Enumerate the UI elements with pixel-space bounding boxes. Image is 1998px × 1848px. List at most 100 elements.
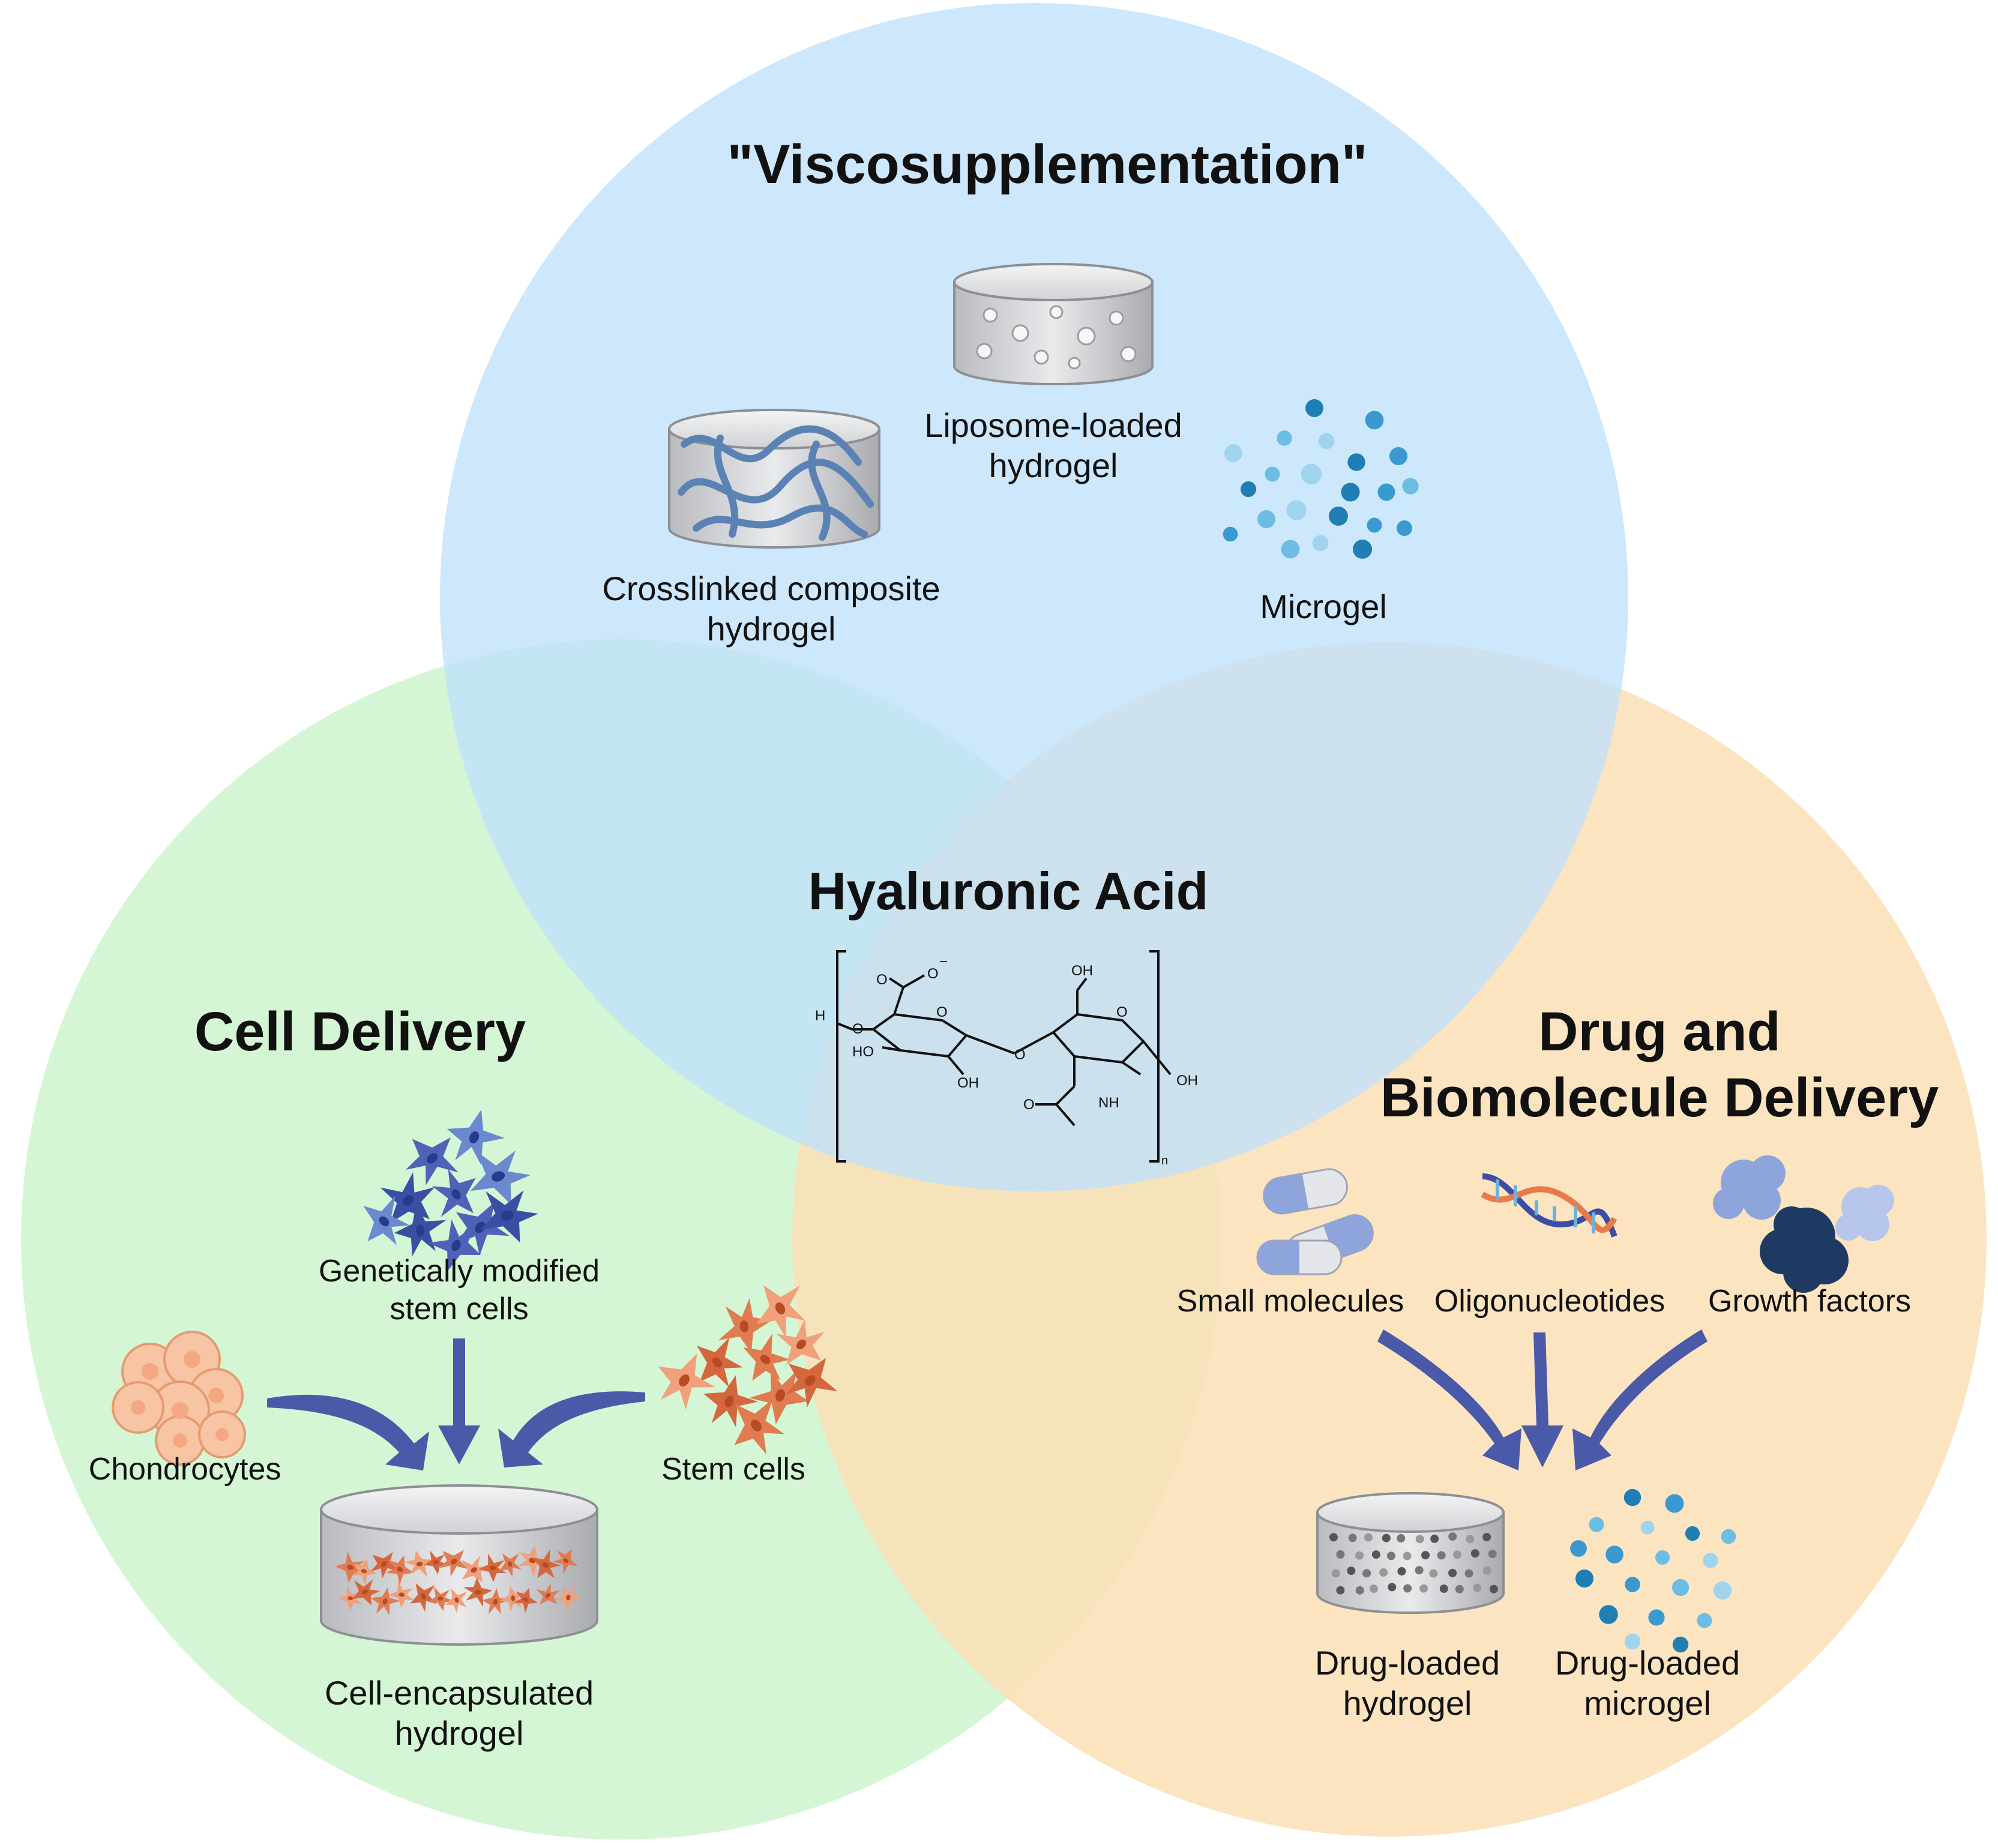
drug-microgel-particle (1697, 1613, 1712, 1628)
stem-cells-label: Stem cells (661, 1452, 805, 1487)
orange-stem-cell (658, 1353, 715, 1410)
encapsulated-cell (478, 1553, 507, 1582)
drug-microgel-particle (1672, 1579, 1690, 1597)
drug-microgel-particle (1672, 1636, 1689, 1653)
encapsulated-cell (335, 1551, 364, 1583)
microgel-particle (1341, 483, 1360, 502)
microgel-particle (1397, 520, 1412, 536)
drug-particle (1403, 1584, 1412, 1593)
orange-stem-cell (756, 1285, 806, 1338)
blue-stem-cell (432, 1169, 476, 1217)
drug-particle (1336, 1586, 1345, 1595)
drug-particle (1382, 1533, 1391, 1543)
chem-o-2: O (876, 972, 888, 988)
microgel-particle (1305, 399, 1323, 417)
dna-icon (1481, 1173, 1617, 1238)
microgel-particle (1265, 466, 1280, 482)
liposome-hydrogel-label-line1: Liposome-loaded (924, 406, 1182, 444)
orange-stem-cell (734, 1398, 784, 1455)
chem-ho: HO (852, 1044, 874, 1060)
drug-particle (1329, 1533, 1338, 1542)
chem-oh-3: OH (1176, 1073, 1198, 1089)
microgel-particle (1377, 483, 1395, 501)
drug-particle (1430, 1534, 1439, 1543)
orange-stem-cell (697, 1337, 743, 1387)
drug-particle (1369, 1584, 1378, 1593)
drug-particle (1355, 1586, 1364, 1595)
drug-microgel-particle (1589, 1517, 1604, 1532)
drug-microgel-particle (1703, 1553, 1718, 1568)
drug-microgel-particle (1623, 1488, 1641, 1506)
encapsulated-cell (536, 1583, 560, 1605)
chondrocytes-icon (112, 1331, 246, 1466)
drug-particle (1466, 1535, 1475, 1544)
orange-stem-cell (749, 1368, 809, 1425)
chem-o-ring-2: O (1116, 1004, 1128, 1020)
crosslinked-hydrogel-label-line1: Crosslinked composite (602, 570, 940, 607)
arrow-stem (498, 1391, 645, 1467)
drug-particle (1470, 1549, 1479, 1558)
blue-stem-cell (470, 1151, 531, 1205)
drug-particle (1482, 1566, 1491, 1575)
drug-microgel-icon (1570, 1488, 1736, 1653)
drug-particle (1403, 1552, 1412, 1561)
encapsulated-cell (410, 1583, 437, 1612)
hyaluronic-acid-atom-labels: H O O O − O HO OH O OH O NH O OH n (815, 954, 1198, 1167)
encapsulated-cell (338, 1585, 363, 1611)
arrow-oligonucleotides (1521, 1332, 1563, 1467)
drug-microgel-particle (1570, 1540, 1587, 1557)
chem-nh: NH (1098, 1095, 1119, 1111)
drug-particle (1331, 1569, 1340, 1578)
chem-o-1: O (852, 1021, 864, 1037)
drug-microgel-particle (1721, 1529, 1736, 1544)
drug-particle (1464, 1569, 1473, 1578)
microgel-particle (1365, 411, 1384, 430)
drug-particle (1419, 1584, 1428, 1593)
drug-particle (1482, 1532, 1491, 1541)
microgel-particle (1240, 481, 1257, 498)
microgel-particle (1257, 510, 1275, 528)
orange-stem-cell (776, 1319, 825, 1365)
liposome-hydrogel-label-line2: hydrogel (989, 447, 1118, 484)
drug-microgel-particle (1575, 1569, 1594, 1588)
liposome-hydrogel-icon (953, 263, 1154, 385)
hyaluronic-acid-title: Hyaluronic Acid (808, 861, 1209, 921)
encapsulated-cell (500, 1585, 526, 1612)
arrow-genetic (438, 1338, 480, 1464)
orange-stem-cell (785, 1358, 838, 1408)
cell-hydrogel-label-line1: Cell-encapsulated (325, 1674, 594, 1712)
encapsulated-cell (371, 1587, 401, 1616)
blue-stem-cell (394, 1204, 447, 1257)
microgel-particle (1312, 535, 1329, 552)
cell-hydrogel-icon (320, 1484, 598, 1646)
chem-o-bridge: O (1014, 1047, 1026, 1063)
microgel-particle (1347, 453, 1365, 471)
drug-particle (1397, 1567, 1406, 1576)
drug-particle (1336, 1550, 1345, 1559)
blue-stem-cell (405, 1137, 459, 1185)
encapsulated-cell (532, 1549, 561, 1579)
microgel-particle (1277, 430, 1292, 446)
drug-hydrogel-label-line2: hydrogel (1343, 1684, 1472, 1722)
drug-particle (1347, 1567, 1356, 1576)
modified-stem-cells-icon (363, 1109, 538, 1271)
drug-particle (1448, 1532, 1457, 1541)
microgel-particle (1352, 539, 1373, 559)
drug-hydrogel-label-line1: Drug-loaded (1315, 1644, 1500, 1682)
drug-particle (1437, 1551, 1446, 1560)
orange-stem-cell (718, 1298, 771, 1353)
growth-factors-label: Growth factors (1708, 1284, 1911, 1319)
drug-microgel-label-line1: Drug-loaded (1555, 1644, 1740, 1682)
viscosupplementation-title: "Viscosupplementation" (727, 134, 1367, 195)
drug-microgel-label-line2: microgel (1584, 1684, 1711, 1722)
drug-particle (1386, 1552, 1395, 1561)
blue-stem-cell (447, 1109, 505, 1165)
chem-o-4: O (1023, 1097, 1035, 1113)
orange-stem-cell (743, 1334, 790, 1381)
microgel-particle (1329, 507, 1348, 526)
drug-particle (1379, 1568, 1388, 1577)
encapsulated-cell (352, 1558, 377, 1585)
capsule-icon (1256, 1168, 1374, 1275)
oligonucleotides-label: Oligonucleotides (1434, 1284, 1665, 1319)
drug-particle (1388, 1583, 1397, 1592)
